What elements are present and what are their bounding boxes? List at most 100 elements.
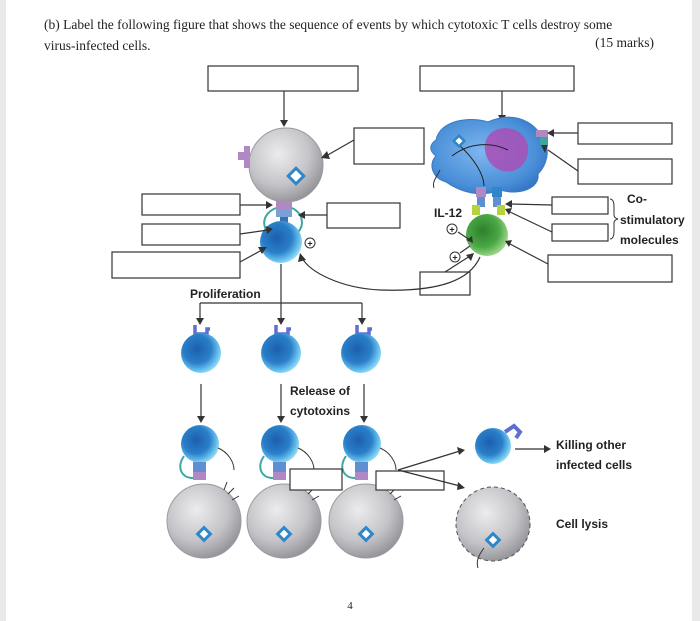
arrowhead xyxy=(466,236,473,243)
apc-internal-arrow-out xyxy=(433,169,441,189)
label-box-right-3[interactable] xyxy=(547,254,673,283)
cytotoxic-t-cell-precursor xyxy=(260,221,302,263)
marks-label: (15 marks) xyxy=(595,35,654,50)
arrowhead xyxy=(197,416,205,423)
arrowhead xyxy=(457,482,465,490)
helper-tcr-2 xyxy=(493,197,501,207)
mhc-complex xyxy=(276,201,292,209)
arrowhead xyxy=(266,201,273,209)
attacking-t-cell-3 xyxy=(341,425,397,480)
tcr-complex xyxy=(276,209,292,217)
arrowhead xyxy=(196,318,204,325)
page-edge-right xyxy=(692,0,700,621)
arrowhead xyxy=(466,253,474,261)
mhc-left-stem xyxy=(244,146,250,168)
arrow-gray-right xyxy=(325,139,355,157)
cd8-connector-right xyxy=(291,207,303,233)
costim-label-line-2: stimulatory xyxy=(620,213,685,227)
apc-internal-path-2 xyxy=(457,143,485,187)
costim-label-line-1: Co- xyxy=(627,192,647,206)
arrow-to-killing xyxy=(397,450,461,471)
proliferation-label: Proliferation xyxy=(190,287,261,301)
arrowhead xyxy=(298,253,306,262)
infected-cell-top xyxy=(248,127,324,203)
costim-label-line-3: molecules xyxy=(620,233,679,247)
apc-receptor-base xyxy=(540,137,548,145)
arrow-right-2 xyxy=(547,149,579,172)
freed-t-cell xyxy=(475,423,523,464)
label-box-top-left[interactable] xyxy=(207,65,359,92)
arrow-helper-to-tcell xyxy=(301,256,481,291)
plus-sign: + xyxy=(452,253,457,263)
arrowhead xyxy=(360,416,368,423)
plus-sign-circle xyxy=(304,237,316,249)
apc-mhc-2 xyxy=(492,187,502,197)
label-box-top-right[interactable] xyxy=(419,65,575,92)
release-label-line-2: cytotoxins xyxy=(290,404,350,418)
arrow-right-3 xyxy=(509,243,549,265)
arrowhead xyxy=(541,145,548,153)
viral-antigen-marker-core xyxy=(290,170,302,182)
arrowhead xyxy=(277,318,285,325)
label-box-bottom-1[interactable] xyxy=(289,468,343,491)
apc-mhc-1 xyxy=(476,187,486,197)
killing-label-line-1: Killing other xyxy=(556,438,626,452)
plus-sign-circle xyxy=(449,251,461,263)
killing-label-line-2: infected cells xyxy=(556,458,632,472)
arrow-costim-2 xyxy=(509,211,553,233)
arrow-box-to-helper xyxy=(444,255,471,273)
label-box-right-1[interactable] xyxy=(577,122,673,145)
arrowhead xyxy=(298,211,305,219)
label-box-left-1[interactable] xyxy=(141,193,241,216)
arrow-left-2 xyxy=(239,229,269,235)
question-text: (b) Label the following figure that show… xyxy=(44,14,664,56)
target-infected-cell-2 xyxy=(246,481,322,559)
effector-t-cell-3 xyxy=(341,325,381,373)
label-box-right-2[interactable] xyxy=(577,158,673,185)
page-edge-left xyxy=(0,0,6,621)
arrowhead xyxy=(544,445,551,453)
arrowhead xyxy=(505,200,512,208)
arrowhead xyxy=(457,447,465,455)
costim-bracket xyxy=(609,198,619,240)
plus-sign-circle xyxy=(446,223,458,235)
label-box-left-2[interactable] xyxy=(141,223,241,246)
question-line-1: (b) Label the following figure that show… xyxy=(44,17,613,32)
arrowhead xyxy=(505,208,512,215)
arrowhead xyxy=(321,151,330,159)
plus-sign: + xyxy=(307,239,312,249)
apc-antigen-marker-core xyxy=(455,137,463,145)
label-box-bottom-2[interactable] xyxy=(375,470,445,491)
arrowhead xyxy=(547,129,554,137)
apc-internal-path-1 xyxy=(451,144,509,157)
label-box-middle[interactable] xyxy=(326,202,401,229)
page-number: 4 xyxy=(347,600,353,612)
target-infected-cell-3 xyxy=(328,481,404,559)
il12-label: IL-12 xyxy=(434,206,462,220)
attacking-t-cell-2 xyxy=(259,425,315,480)
arrow-plus-helper xyxy=(459,245,471,254)
arrow-left-3 xyxy=(239,249,263,263)
label-box-costim-1[interactable] xyxy=(551,196,609,215)
costim-molecule-1 xyxy=(472,205,480,215)
release-label-line-1: Release of xyxy=(290,384,351,398)
helper-t-cell xyxy=(466,214,508,256)
effector-t-cell-2 xyxy=(261,325,301,373)
question-line-2: virus-infected cells. xyxy=(44,38,151,53)
target-infected-cell-1 xyxy=(166,481,242,559)
arrow-costim-1 xyxy=(509,203,553,206)
arrowhead xyxy=(258,247,267,254)
helper-tcr-1 xyxy=(477,197,485,207)
apc-receptor xyxy=(536,130,548,137)
label-box-gray-right[interactable] xyxy=(353,127,425,165)
label-box-costim-2[interactable] xyxy=(551,223,609,242)
lysis-label: Cell lysis xyxy=(556,517,608,531)
arrow-to-lysis xyxy=(397,469,461,487)
arrowhead xyxy=(266,226,273,234)
label-box-left-3[interactable] xyxy=(111,251,241,279)
effector-t-cell-1 xyxy=(181,325,221,373)
costim-molecule-2 xyxy=(497,205,505,215)
arrowhead xyxy=(280,120,288,127)
